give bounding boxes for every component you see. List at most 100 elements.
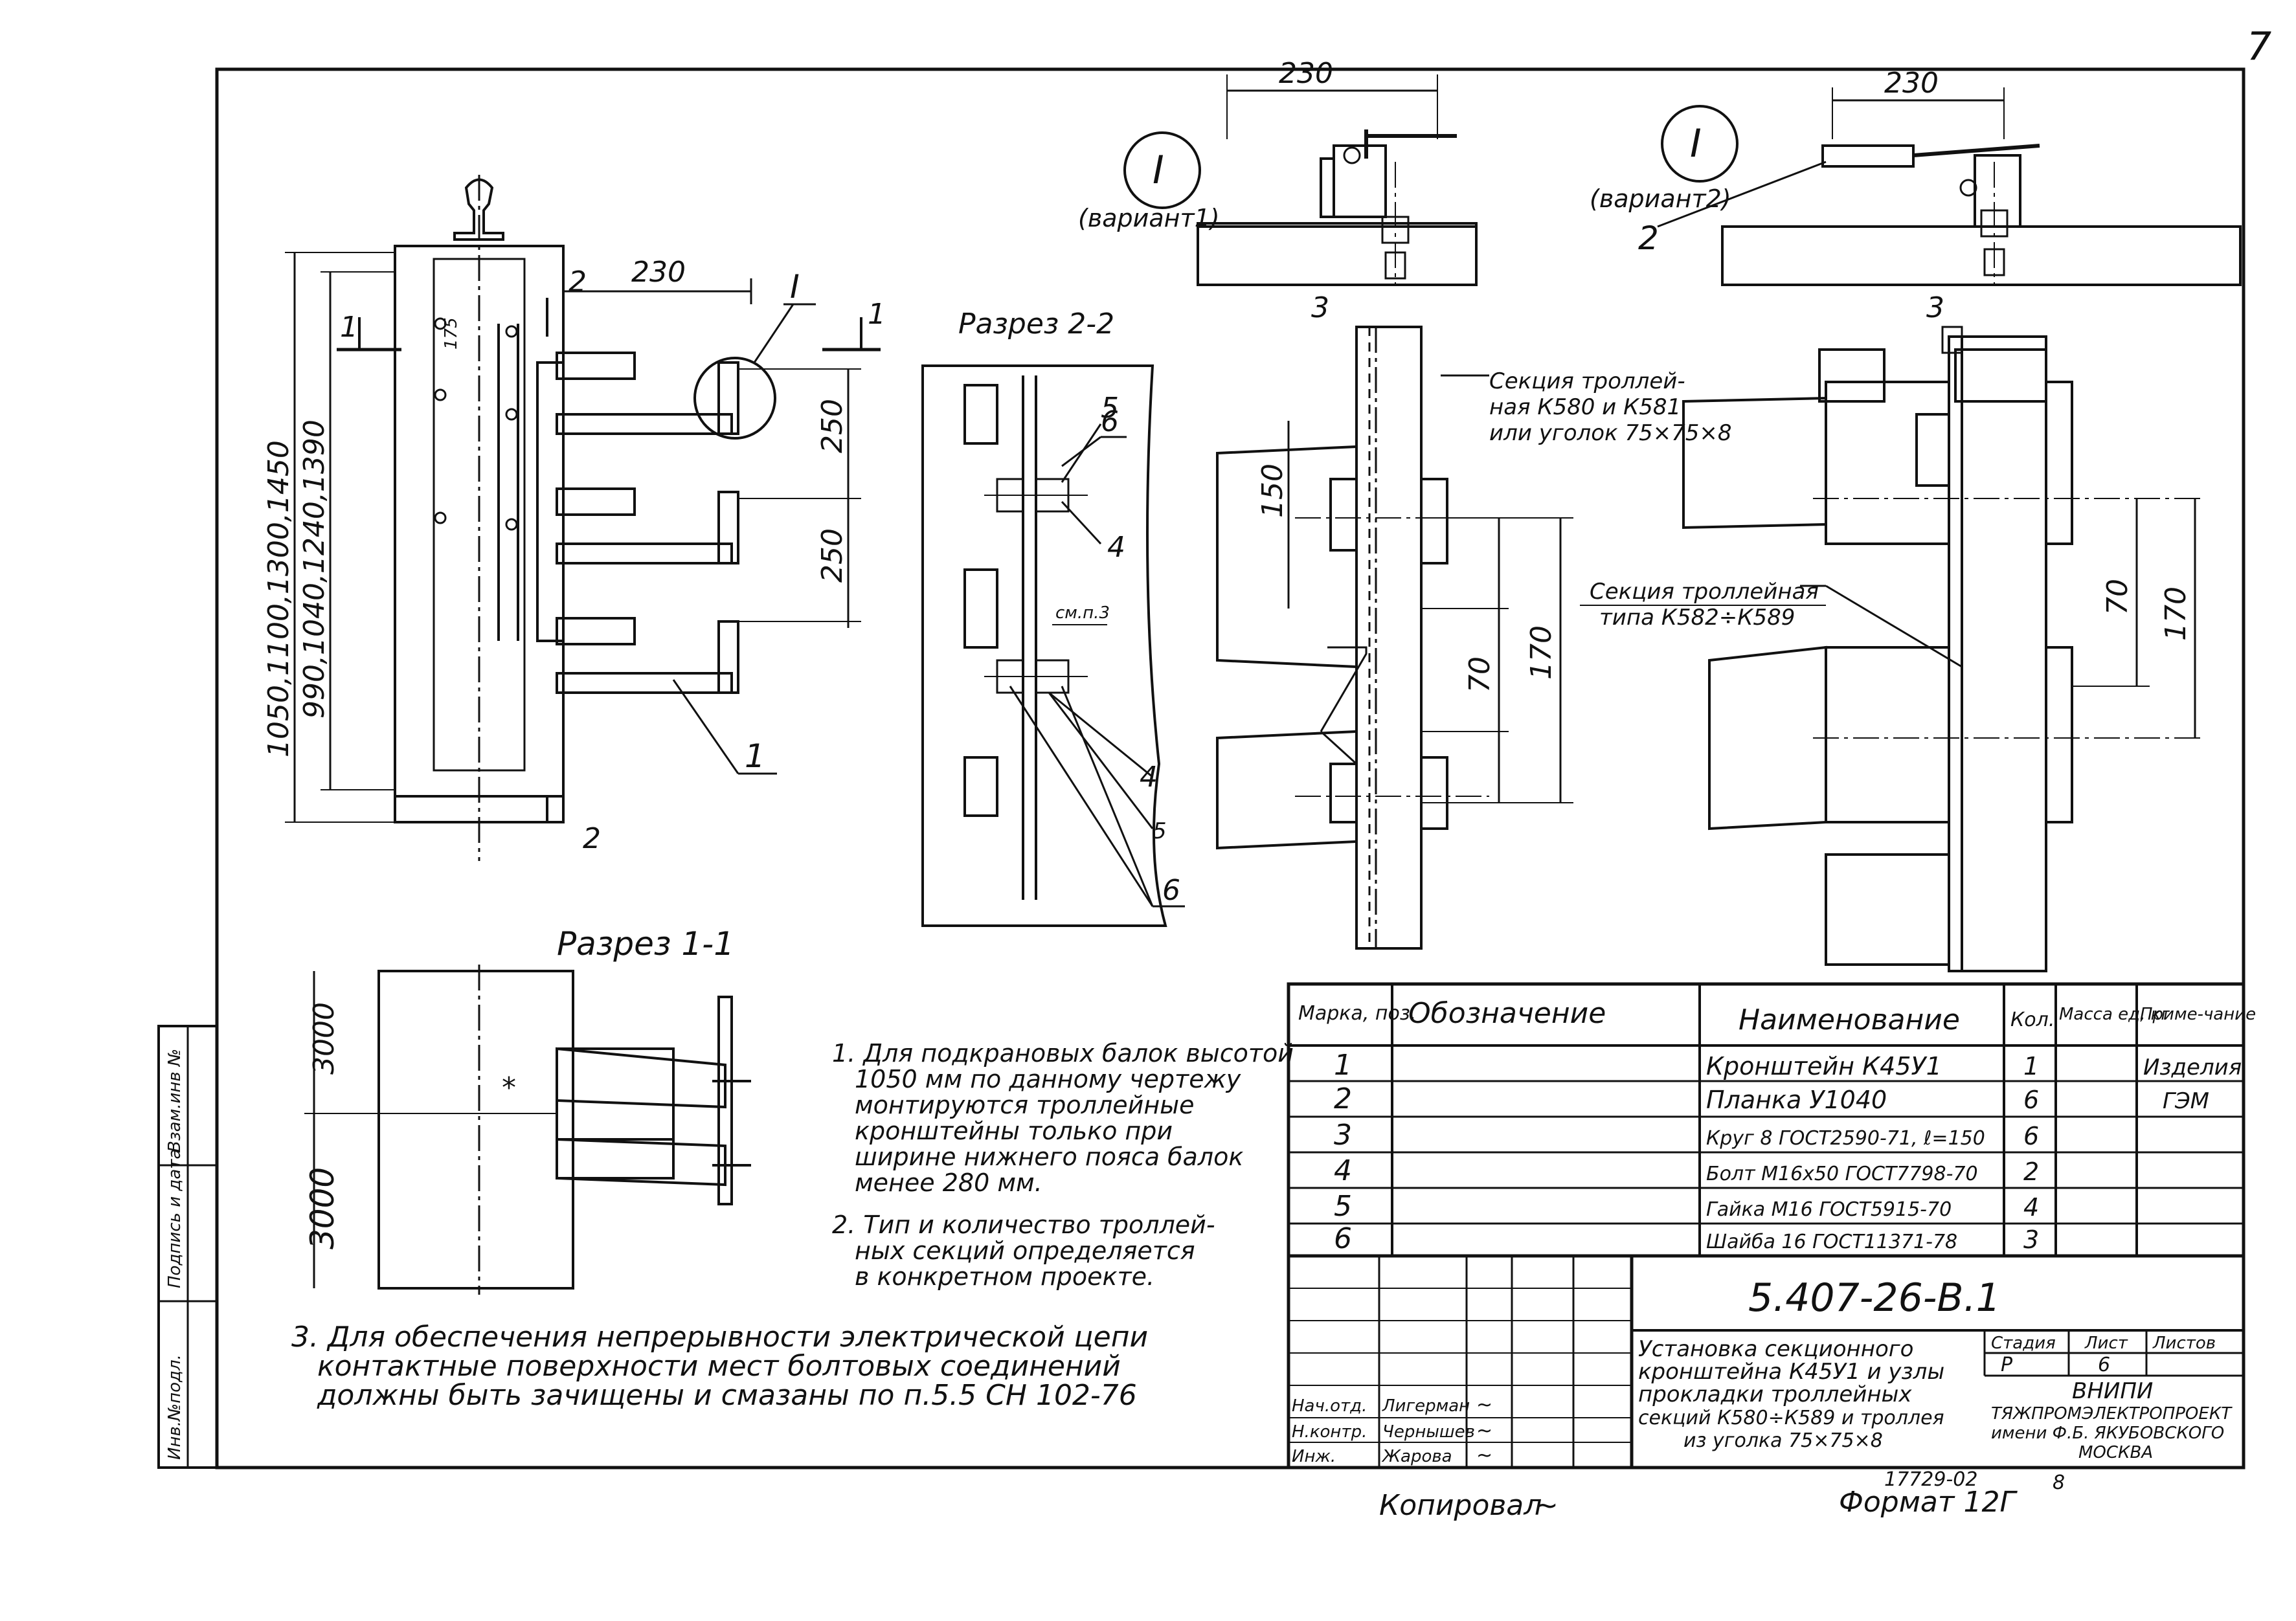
footer-inv: 17729-02 xyxy=(1884,1468,1977,1491)
note-1-line3: монтируются троллейные xyxy=(855,1091,1195,1119)
node-mark-I-small: I xyxy=(790,268,800,306)
spec-h-name: Наименование xyxy=(1739,1003,1960,1036)
title-block: 5.407-26-В.1 Установка секционного кронш… xyxy=(1287,1254,2245,1470)
spec-r2-qty: 6 xyxy=(2023,1086,2039,1114)
tb-stage-h: Стадия xyxy=(1991,1334,2056,1353)
tb-sheets-h: Листов xyxy=(2152,1334,2216,1353)
ta-section-line1: Секция троллей- xyxy=(1489,368,1685,394)
title-line2: кронштейна К45У1 и узлы xyxy=(1638,1359,1944,1385)
drawing-code: 5.407-26-В.1 xyxy=(1748,1275,2001,1321)
dim-3000-top: 3000 xyxy=(308,1002,341,1075)
tb-org-1: ВНИПИ xyxy=(2072,1378,2153,1404)
spec-r1-pos: 1 xyxy=(1334,1049,1352,1082)
note-1-line1: 1. Для подкрановых балок высотой xyxy=(832,1039,1294,1068)
ta-section-line2: ная К580 и К581 xyxy=(1489,394,1681,420)
footer-format: Формат 12Г xyxy=(1839,1486,2018,1519)
footer-inv2: 8 xyxy=(2053,1471,2065,1494)
signer-1-name: Лигерман xyxy=(1382,1396,1470,1416)
spec-r3-name: Круг 8 ГОСТ2590-71, ℓ=150 xyxy=(1706,1127,1985,1150)
dim-230-var1: 230 xyxy=(1279,57,1333,90)
footer-copied: Копировал xyxy=(1379,1489,1542,1522)
note-3-line3: должны быть зачищены и смазаны по п.5.5 … xyxy=(317,1379,1137,1412)
ta-dim-150: 150 xyxy=(1256,464,1289,518)
dim-250-bottom: 250 xyxy=(816,528,849,583)
spec-r6-name: Шайба 16 ГОСТ11371-78 xyxy=(1706,1231,1957,1253)
tb-section-line1: Секция троллейная xyxy=(1590,579,1819,605)
note-1-line4: кронштейны только при xyxy=(855,1117,1173,1145)
title-line4: секций К580÷К589 и троллея xyxy=(1638,1407,1944,1429)
spec-r6-pos: 6 xyxy=(1334,1222,1352,1255)
node-I-variant1-label: (вариант1) xyxy=(1078,204,1220,232)
spec-r3-qty: 6 xyxy=(2023,1122,2039,1150)
signer-2-role: Н.контр. xyxy=(1292,1422,1367,1442)
tb-org-3: имени Ф.Б. ЯКУБОВСКОГО xyxy=(1991,1424,2224,1443)
sheet-frame xyxy=(215,67,2245,1470)
section-1-1-title: Разрез 1-1 xyxy=(557,925,734,963)
note-2-line2: ных секций определяется xyxy=(855,1236,1195,1265)
tb-sheet-h: Лист xyxy=(2084,1334,2128,1353)
signer-3-name: Жарова xyxy=(1381,1447,1452,1466)
signer-3-role: Инж. xyxy=(1292,1447,1336,1466)
spec-r2-pos: 2 xyxy=(1334,1082,1352,1115)
note-1-line6: менее 280 мм. xyxy=(855,1168,1042,1197)
tb-sheet: 6 xyxy=(2098,1354,2110,1376)
s22-see-p3: см.п.3 xyxy=(1055,603,1110,623)
spec-r6-qty: 3 xyxy=(2023,1225,2039,1254)
spec-h-qty: Кол. xyxy=(2010,1009,2054,1031)
node-I-variant2-circle xyxy=(1661,105,1739,183)
title-line1: Установка секционного xyxy=(1638,1336,1913,1362)
node-I-variant1-mark: I xyxy=(1153,148,1164,193)
dim-heights-b: 990,1040,1240,1390 xyxy=(298,419,331,719)
spec-r4-pos: 4 xyxy=(1334,1154,1352,1187)
node-I-variant2: I (вариант2) 2 230 xyxy=(1590,67,2242,286)
tb-org-2: ТЯЖПРОМЭЛЕКТРОПРОЕКТ xyxy=(1991,1404,2233,1424)
node-I-variant2-pos2: 2 xyxy=(1638,219,1659,257)
spec-r5-name: Гайка М16 ГОСТ5915-70 xyxy=(1706,1198,1952,1221)
node-I-variant1: I (вариант1) 230 xyxy=(1078,57,1478,286)
dim-3000-bottom: 3000 xyxy=(304,1167,341,1249)
spec-r4-name: Болт М16х50 ГОСТ7798-70 xyxy=(1706,1163,1978,1185)
trolley-elevation-b: 3 70 170 Секция троллейная типа К582÷К58… xyxy=(1580,291,2201,972)
node-I-variant1-circle xyxy=(1123,131,1201,209)
stamp-inv-orig: Инв.№подл. xyxy=(165,1354,185,1460)
spec-r1-name: Кронштейн К45У1 xyxy=(1706,1052,1942,1080)
spec-r4-qty: 2 xyxy=(2023,1157,2039,1186)
footer: Копировал ~ Формат 12Г 17729-02 8 xyxy=(1379,1468,2065,1522)
note-3-line1: 3. Для обеспечения непрерывности электри… xyxy=(291,1321,1148,1354)
ta-section-line3: или уголок 75×75×8 xyxy=(1489,420,1732,446)
spec-r5-pos: 5 xyxy=(1334,1190,1352,1223)
stamp-replaced-inv: Взам.инв № xyxy=(165,1049,185,1152)
node-I-callout xyxy=(693,357,776,440)
spec-h-designation: Обозначение xyxy=(1408,997,1606,1030)
ta-dim-170: 170 xyxy=(1525,625,1558,680)
title-line3: прокладки троллейных xyxy=(1638,1381,1912,1407)
section-1-1-view: Разрез 1-1 * 3000 3000 xyxy=(304,925,751,1295)
node-I-variant2-label: (вариант2) xyxy=(1590,184,1731,213)
cut-2-top: 2 xyxy=(568,265,587,298)
signer-2-name: Чернышев xyxy=(1382,1422,1475,1442)
cut-1-right: 1 xyxy=(868,298,886,331)
tb-stage: Р xyxy=(2001,1354,2013,1376)
dim-heights-a: 1050,1100,1300,1450 xyxy=(262,440,295,757)
signer-3-sig: ~ xyxy=(1476,1444,1492,1467)
side-stamp: Инв.№подл. Подпись и дата Взам.инв № xyxy=(157,1025,218,1469)
trolley-elevation-a: 3 150 70 170 Секция троллей- ная К580 и … xyxy=(1216,291,1732,950)
spec-h-pos: Марка, поз. xyxy=(1298,1002,1416,1025)
s22-pos-5: 5 xyxy=(1101,392,1119,425)
s22-pos-4-bottom: 4 xyxy=(1140,761,1158,794)
signer-2-sig: ~ xyxy=(1476,1420,1492,1442)
dim-175: 175 xyxy=(442,317,461,350)
ta-pos-3: 3 xyxy=(1311,291,1329,324)
note-1-line2: 1050 мм по данному чертежу xyxy=(855,1065,1241,1093)
note-2-line1: 2. Тип и количество троллей- xyxy=(832,1211,1215,1239)
tb-dim-170: 170 xyxy=(2159,587,2192,641)
spec-r1-note: Изделия xyxy=(2143,1055,2242,1080)
stamp-signature-date: Подпись и дата xyxy=(165,1149,185,1288)
node-I-variant2-mark: I xyxy=(1690,121,1702,166)
page-number: 7 xyxy=(2247,24,2271,69)
dim-250-top: 250 xyxy=(816,399,849,453)
note-3-line2: контактные поверхности мест болтовых сое… xyxy=(317,1350,1121,1383)
tb-pos-3: 3 xyxy=(1926,291,1944,324)
dim-230-front: 230 xyxy=(631,256,686,289)
dim-230-var2: 230 xyxy=(1884,67,1939,100)
